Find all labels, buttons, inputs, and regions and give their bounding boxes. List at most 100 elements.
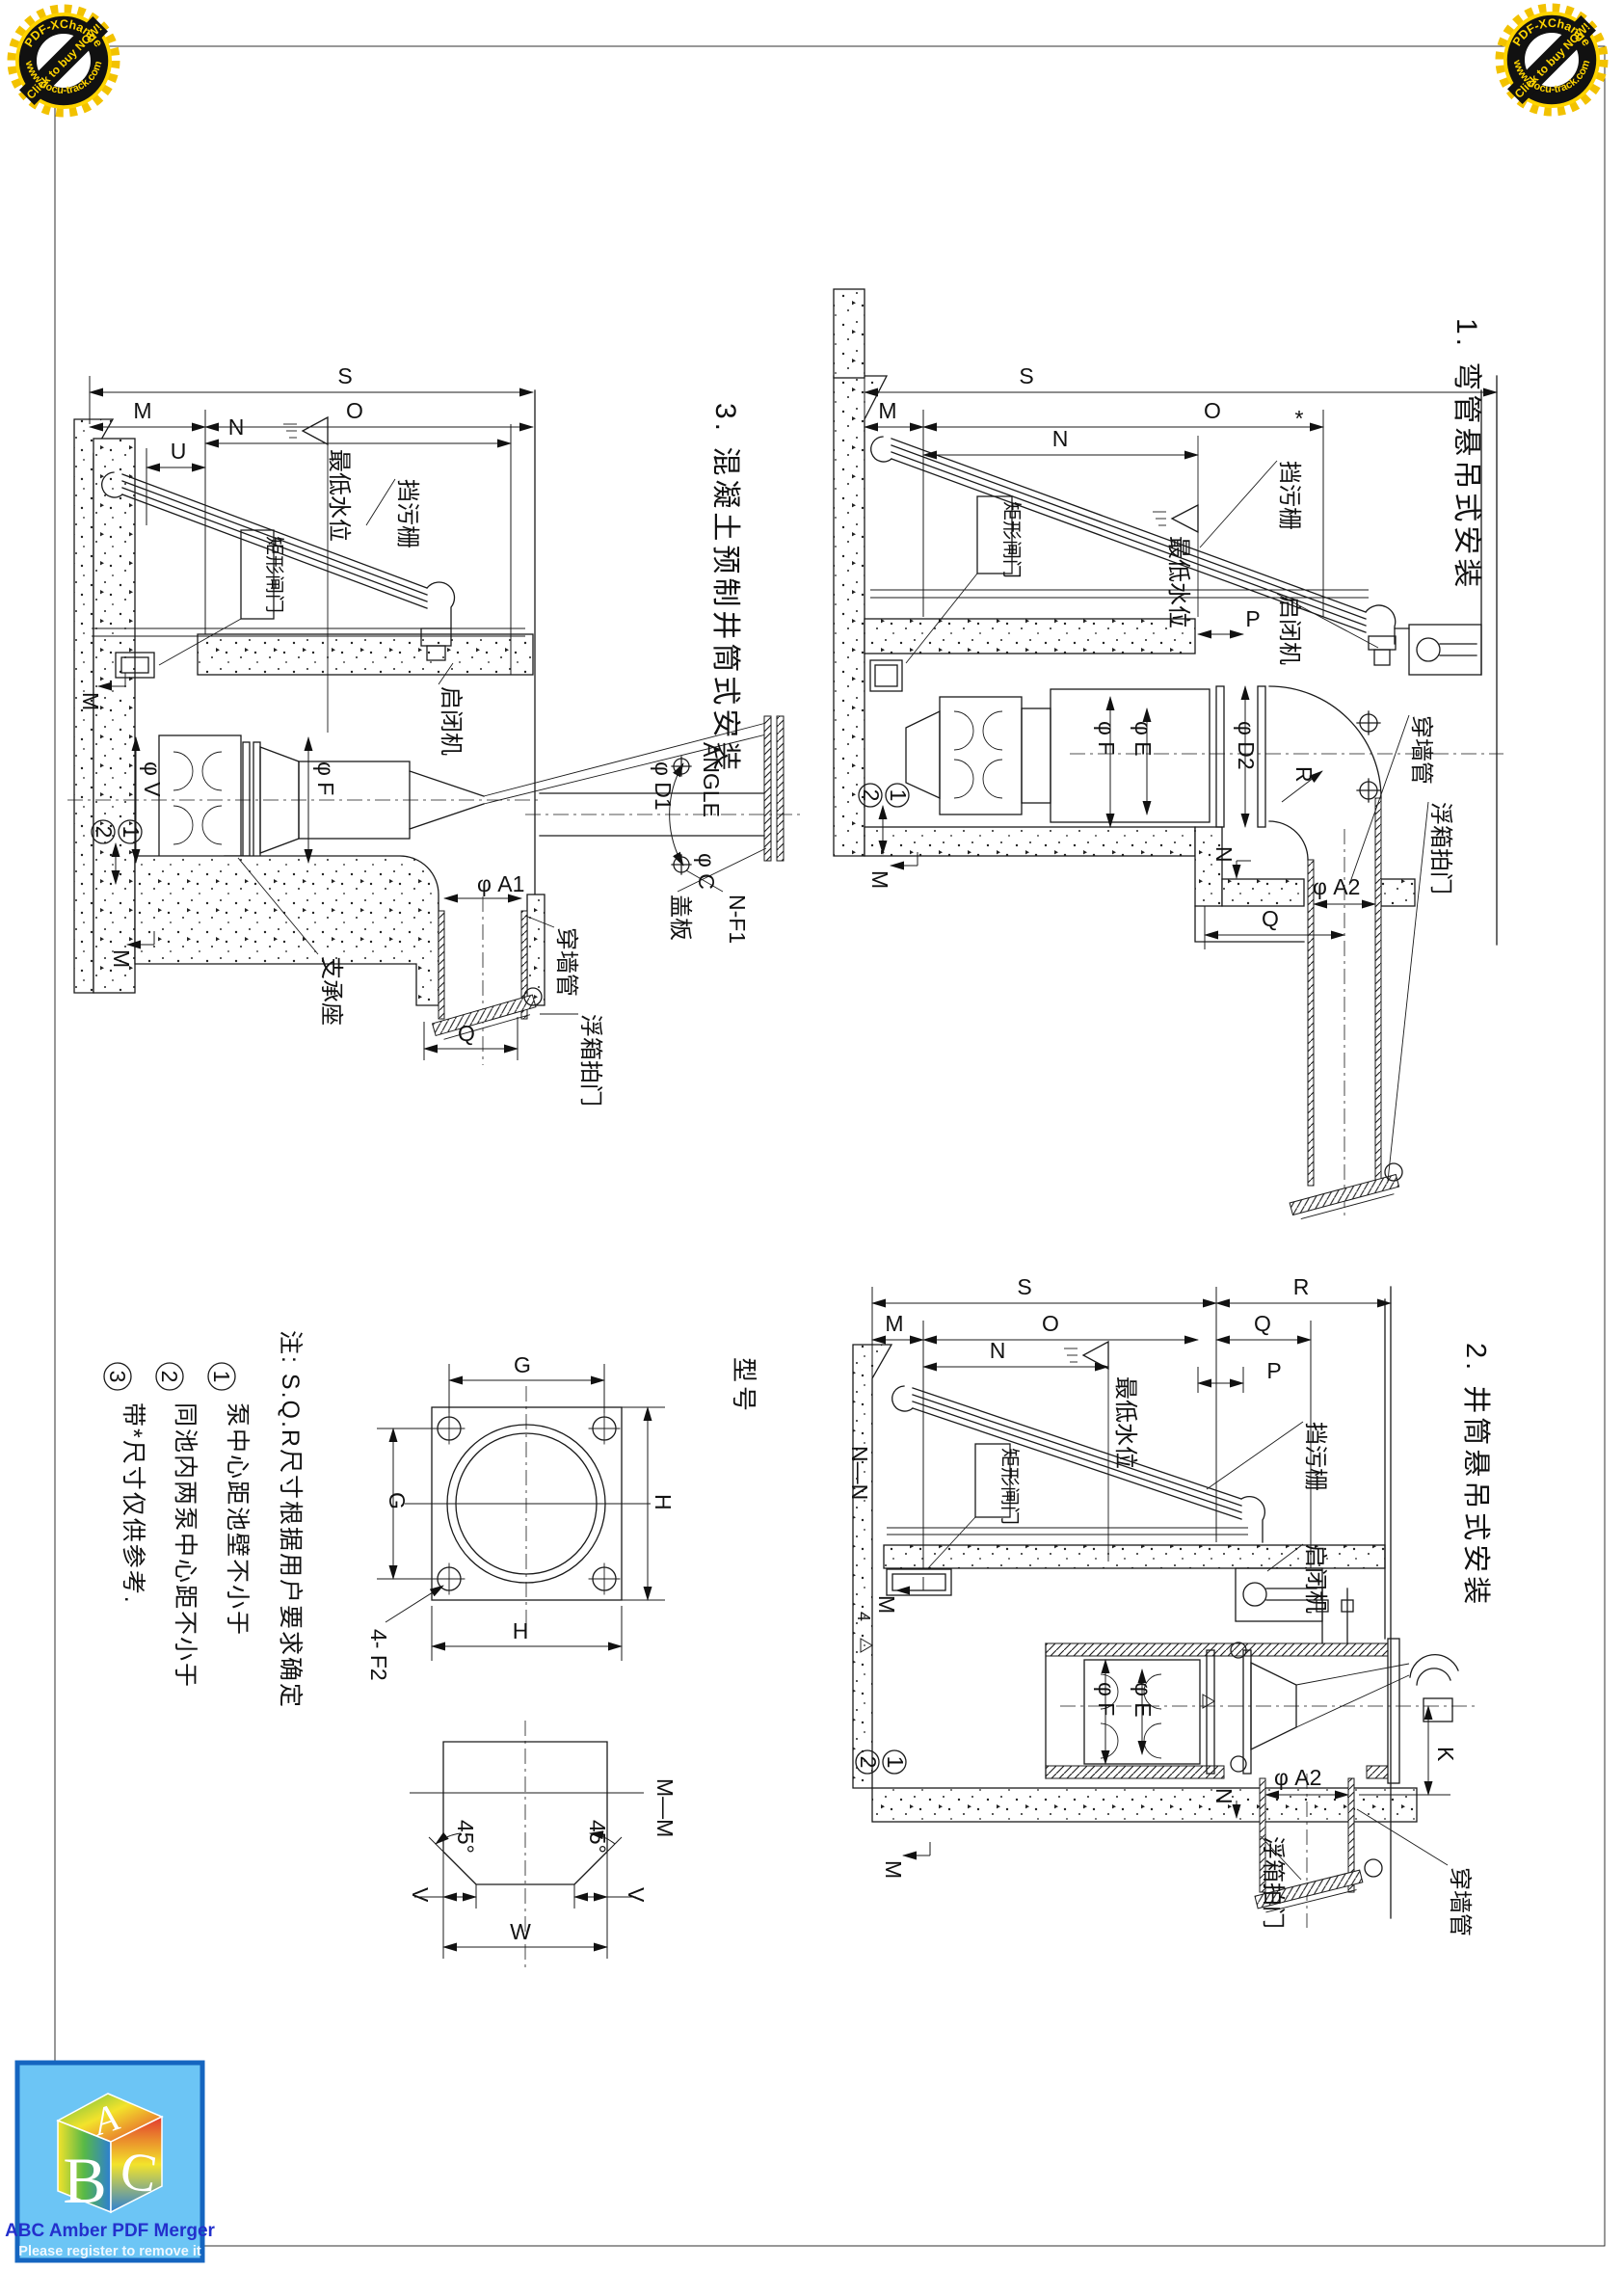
- fig3-caption: 3. 混凝土预制井筒式安装: [709, 403, 741, 774]
- fig2-label-trash-rack: 挡污栅: [1302, 1422, 1328, 1491]
- logo-letter-b: B: [63, 2144, 106, 2217]
- stamp-top-left[interactable]: [13, 10, 115, 112]
- mm-dim-w: W: [510, 1919, 531, 1944]
- mm-angle-right: 45°: [585, 1820, 610, 1854]
- fig1-label-gate: 矩形闸门: [1000, 501, 1023, 578]
- flange-dim-g-left: G: [385, 1492, 410, 1509]
- mm-angle-left: 45°: [453, 1820, 478, 1854]
- notes: 注: S.Q.R尺寸根据用户要求确定 1 泵中心距池壁不小于 2 同池内两泵中心…: [103, 1330, 304, 1709]
- flange-detail: G G H H 4- F2: [366, 1352, 676, 1681]
- model-label: 型号: [730, 1357, 758, 1415]
- fig1-marker-m: M: [867, 870, 892, 889]
- fig1-label-flap: 浮箱拍门: [1427, 802, 1453, 894]
- page-border: [54, 45, 1606, 2247]
- fig3-ref-1: 1: [119, 826, 144, 839]
- section-m-m: 45° 45° V V W M—M: [408, 1721, 678, 1971]
- note-1-text: 泵中心距池壁不小于: [224, 1402, 251, 1637]
- fig3-dim-u: U: [171, 439, 187, 464]
- fig2-ref-1: 1: [883, 1756, 908, 1769]
- fig2-dim-phif: φ F: [1094, 1682, 1119, 1716]
- fig3-dim-phid1: φ D1: [651, 761, 676, 811]
- mm-dim-v-left: V: [408, 1887, 433, 1903]
- note-head: 注: S.Q.R尺寸根据用户要求确定: [277, 1330, 304, 1709]
- fig1-label-wall-pipe: 穿墙管: [1408, 715, 1434, 785]
- fig2-marker-m2: M: [881, 1860, 906, 1879]
- fig1-dim-n: N: [1052, 426, 1069, 451]
- fig3-label-support: 支承座: [318, 956, 344, 1026]
- note-2-text: 同池内两泵中心距不小于: [172, 1402, 199, 1689]
- fig1-label-hoist: 启闭机: [1276, 596, 1302, 665]
- fig2-label-hoist: 启闭机: [1302, 1544, 1328, 1614]
- fig2-dim-s: S: [1017, 1274, 1031, 1299]
- figure-2-well-barrel-installation: S R M O Q N P φ F φ E φ A2 K 最低水位 挡污栅 启闭…: [847, 1274, 1475, 1936]
- fig3-dim-phiv: φ V: [140, 761, 165, 797]
- fig2-dim-n: N: [990, 1338, 1006, 1363]
- mm-dim-v-right: V: [624, 1887, 649, 1903]
- logo-subtitle: Please register to remove it: [18, 2244, 201, 2259]
- fig3-dim-o: O: [346, 398, 363, 423]
- fig1-marker-n: N: [1211, 846, 1237, 863]
- fig3-label-hoist: 启闭机: [438, 686, 464, 756]
- fig3-label-wall-pipe: 穿墙管: [553, 927, 579, 997]
- flange-dim-h-bottom: H: [513, 1618, 529, 1643]
- fig3-label-water: 最低水位: [326, 449, 352, 542]
- mm-title: M—M: [652, 1778, 678, 1837]
- flange-dim-4f2: 4- F2: [366, 1629, 391, 1681]
- fig2-dim-p: P: [1266, 1358, 1281, 1383]
- fig3-dim-m: M: [133, 398, 151, 423]
- flange-dim-g-top: G: [514, 1352, 531, 1377]
- fig2-caption: 2. 井筒悬吊式安装: [1460, 1343, 1492, 1608]
- fig2-label-water: 最低水位: [1112, 1376, 1138, 1469]
- fig2-dim-r: R: [1293, 1274, 1310, 1299]
- fig1-dim-m: M: [878, 398, 896, 423]
- fig3-label-flap: 浮箱拍门: [577, 1014, 603, 1107]
- fig2-section-nn: N—N: [847, 1446, 872, 1500]
- fig2-dim-k: K: [1433, 1747, 1458, 1762]
- fig2-marker-m1: M: [874, 1595, 899, 1614]
- fig1-caption: 1. 弯管悬吊式安装: [1450, 318, 1482, 591]
- fig2-mark-4a: 4: [854, 1612, 873, 1621]
- figure-3-concrete-caisson-installation: S M O N U Q φ A1 φ V φ F φ D1 ANGLE φ C …: [67, 363, 800, 1107]
- fig3-dim-phia1: φ A1: [477, 871, 524, 896]
- fig2-ref-2: 2: [856, 1756, 881, 1769]
- fig3-label-cover: 盖板: [667, 894, 693, 941]
- fig2-dim-m: M: [885, 1311, 903, 1336]
- fig1-dim-phie: φ E: [1131, 721, 1156, 757]
- flange-dim-h-right: H: [651, 1494, 676, 1510]
- fig1-dim-s: S: [1019, 363, 1033, 388]
- fig3-dim-q: Q: [458, 1021, 475, 1046]
- fig1-dim-phid2: φ D2: [1234, 721, 1259, 770]
- fig1-dim-phif: φ F: [1094, 721, 1119, 755]
- logo-title: ABC Amber PDF Merger: [5, 2221, 215, 2241]
- logo-letter-c: C: [117, 2141, 161, 2205]
- note-3-text: 带*尺寸仅供参考.: [120, 1402, 146, 1605]
- fig3-dim-nf1: N-F1: [725, 894, 750, 944]
- fig3-dim-n: N: [228, 414, 245, 440]
- fig2-dim-q: Q: [1254, 1311, 1271, 1336]
- abc-amber-logo[interactable]: A B C ABC Amber PDF Merger Please regist…: [5, 2060, 216, 2263]
- fig1-label-trash-rack: 挡污栅: [1276, 461, 1302, 530]
- fig3-dim-angle: ANGLE: [699, 742, 724, 817]
- fig3-dim-s: S: [337, 363, 352, 388]
- fig1-ref-2: 2: [859, 789, 884, 802]
- fig1-dim-o: O: [1204, 398, 1221, 423]
- fig3-marker-m1: M: [78, 692, 103, 710]
- fig2-label-gate: 矩形闸门: [998, 1448, 1021, 1525]
- fig1-dim-phia2: φ A2: [1313, 874, 1360, 899]
- fig1-label-water: 最低水位: [1165, 536, 1191, 628]
- fig2-dim-phie: φ E: [1131, 1682, 1156, 1718]
- figure-1-bent-pipe-installation: S M O * N P Q φ F φ E φ D2 R φ A2 挡污栅 启闭…: [833, 288, 1503, 1219]
- fig1-dim-p: P: [1245, 606, 1260, 631]
- fig2-marker-n: N: [1211, 1788, 1237, 1804]
- stamp-top-right[interactable]: [1501, 9, 1603, 111]
- fig2-dim-phia2: φ A2: [1274, 1765, 1321, 1790]
- fig3-marker-m2: M: [109, 949, 134, 968]
- fig3-dim-phic: φ C: [694, 853, 719, 890]
- fig3-label-trash-rack: 挡污栅: [394, 479, 420, 548]
- fig2-label-wall-pipe: 穿墙管: [1447, 1867, 1473, 1936]
- fig1-ref-1: 1: [886, 789, 911, 802]
- fig1-dim-r: R: [1291, 766, 1317, 783]
- fig2-dim-o: O: [1042, 1311, 1059, 1336]
- fig3-dim-phif: φ F: [313, 761, 338, 795]
